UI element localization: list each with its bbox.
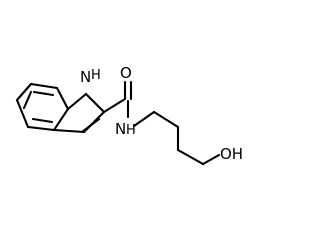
bond-c4-o: [201, 153, 221, 166]
bond-benzene-inner-2: [31, 117, 54, 124]
carbonyl-oxygen-label: O: [120, 64, 132, 82]
bond-c2-c3-double: [80, 117, 101, 134]
amide-chain: [102, 80, 221, 166]
bond-c3-c3a: [52, 128, 86, 134]
bond-benzene-4: [52, 107, 70, 132]
bond-c2-carbonyl: [102, 97, 127, 114]
bond-benzene-inner-3: [22, 90, 33, 110]
bond-n1-c2: [84, 92, 106, 114]
amide-nitrogen-label: N: [115, 120, 126, 138]
bond-c7a-n1: [66, 92, 88, 111]
bond-c3-c4: [176, 148, 205, 166]
indole-nitrogen-label: N: [80, 68, 91, 86]
benzene-ring: [15, 82, 70, 132]
bond-benzene-3: [55, 86, 70, 111]
bond-c1-c2: [152, 110, 180, 129]
bond-benzene-6: [15, 98, 30, 129]
bond-benzene-inner-1: [32, 90, 55, 97]
bond-benzene-5: [26, 125, 56, 132]
bond-benzene-1: [15, 82, 33, 102]
indole-hydrogen-label: H: [91, 68, 101, 83]
bond-n-c1: [132, 110, 156, 128]
hydroxyl-label: OH: [220, 145, 243, 163]
molecule-canvas: N H O N H OH: [15, 64, 244, 166]
molecule-structure: N H O N H OH: [15, 64, 243, 166]
pyrrole-ring: [52, 92, 106, 134]
amide-hydrogen-label: H: [126, 123, 136, 138]
bond-benzene-2: [29, 82, 59, 90]
